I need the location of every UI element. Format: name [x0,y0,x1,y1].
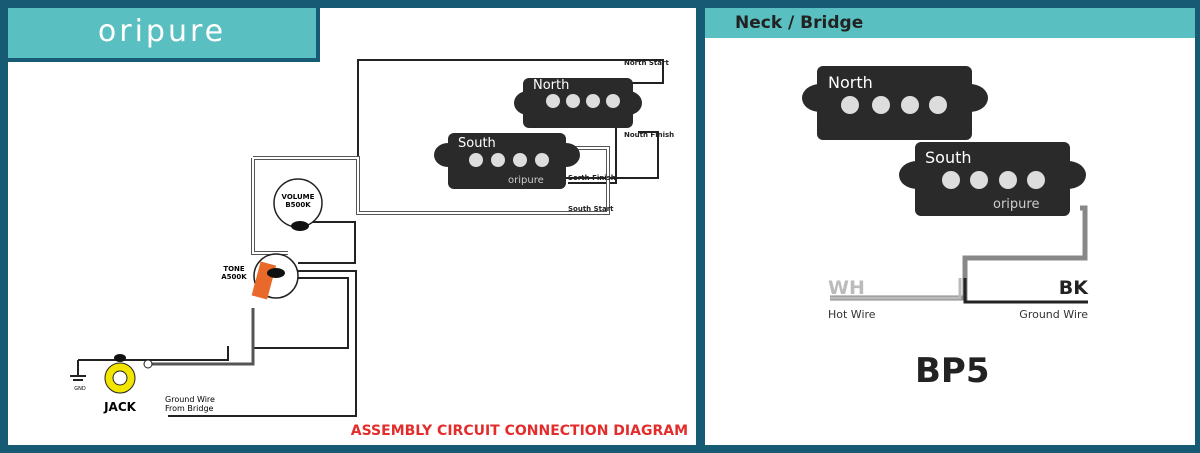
svg-text:Nouth Finish: Nouth Finish [624,131,674,139]
svg-text:A500K: A500K [221,273,247,281]
svg-text:South Start: South Start [568,205,614,213]
jack: JACK GND [74,354,153,414]
svg-text:North: North [828,73,873,92]
south-pickup: South oripure [899,142,1086,216]
wire-north-finish [563,131,659,179]
volume-pot: VOLUME B500K [273,178,323,231]
svg-text:TONE: TONE [223,265,245,273]
brand-logo: oripure [8,8,320,62]
pickup-illustration: North South oripure WH BK Hot Wire Groun… [802,66,1089,321]
svg-text:JACK: JACK [103,400,137,414]
svg-text:North: North [533,78,569,93]
assembly-diagram-panel: North South oripure North Start Nouth Fi… [8,8,696,445]
svg-text:oripure: oripure [993,197,1039,212]
svg-text:oripure: oripure [508,175,544,186]
panel-header: Neck / Bridge [705,8,1195,38]
svg-text:VOLUME: VOLUME [282,193,315,201]
svg-text:North Start: North Start [624,59,669,67]
diagram-title: ASSEMBLY CIRCUIT CONNECTION DIAGRAM [350,423,688,439]
wiring-diagram: North South oripure North Start Nouth Fi… [70,59,674,417]
svg-text:From Bridge: From Bridge [165,404,214,413]
ground-wire [168,270,357,417]
svg-text:GND: GND [74,386,86,392]
wire-north-start [357,59,664,213]
svg-text:WH: WH [828,277,865,299]
svg-text:South: South [925,148,972,167]
svg-text:South: South [458,136,496,151]
svg-text:B500K: B500K [285,201,311,209]
north-pickup: North [802,66,988,140]
svg-text:Ground Wire: Ground Wire [1019,308,1088,321]
svg-text:BK: BK [1059,277,1089,299]
south-pickup: South oripure [434,133,580,189]
svg-text:Sorth Finish: Sorth Finish [568,174,616,182]
north-pickup: North [514,78,642,128]
tone-pot: TONE A500K [221,253,299,300]
svg-text:Hot Wire: Hot Wire [828,308,876,321]
model-name: BP5 [915,351,990,391]
pickup-spec-panel: Neck / Bridge North South oripure WH BK … [705,8,1195,445]
svg-text:Ground Wire: Ground Wire [165,395,215,404]
